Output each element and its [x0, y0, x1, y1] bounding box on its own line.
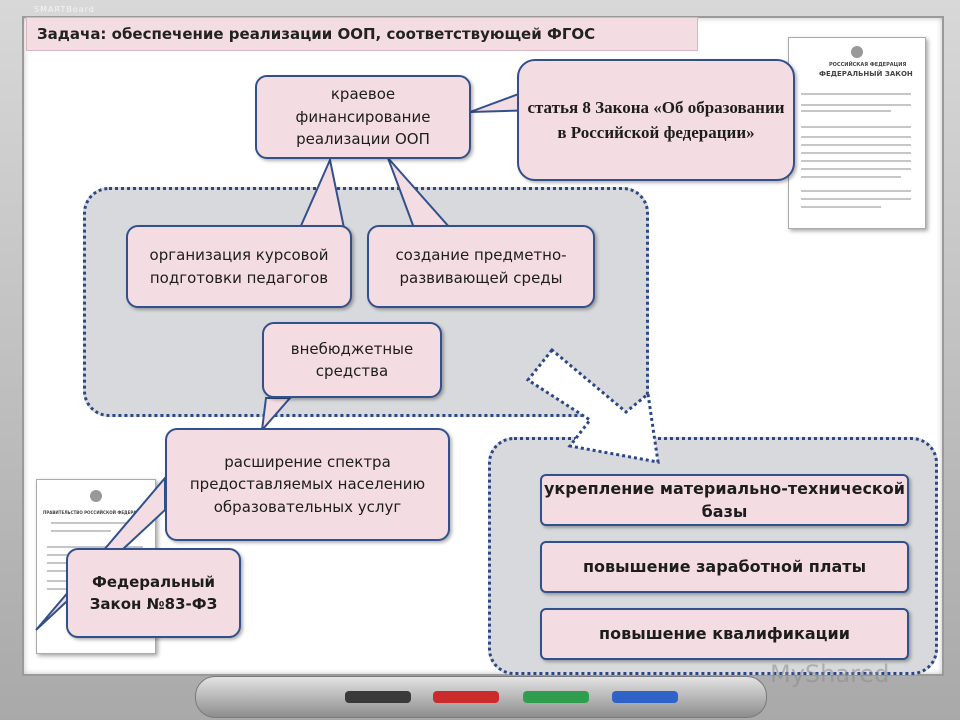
courses-box: организация курсовой подготовки педагого…	[126, 225, 352, 308]
federal-law-box: Федеральный Закон №83-ФЗ	[66, 548, 241, 638]
emblem-icon	[90, 490, 102, 502]
doc-a-header: РОССИЙСКАЯ ФЕДЕРАЦИЯ	[829, 62, 907, 68]
environment-box: создание предметно-развивающей среды	[367, 225, 595, 308]
courses-callout-tail	[298, 156, 346, 229]
brand-label: SMARTBoard	[34, 5, 95, 14]
law-article-box: статья 8 Закона «Об образовании в Россий…	[517, 59, 795, 181]
green-pen-icon[interactable]	[523, 691, 589, 703]
results-arrow-icon	[525, 347, 660, 464]
result-item-qualification: повышение квалификации	[540, 608, 909, 660]
environment-callout-tail	[387, 157, 453, 229]
services-box: расширение спектра предоставляемых насел…	[165, 428, 450, 541]
doc-b-title: ПРАВИТЕЛЬСТВО РОССИЙСКОЙ ФЕДЕРАЦИИ	[43, 510, 147, 515]
result-item-material-base: укрепление материально-технической базы	[540, 474, 909, 526]
black-pen-icon[interactable]	[345, 691, 411, 703]
emblem-icon	[851, 46, 863, 58]
doc-a-title: ФЕДЕРАЛЬНЫЙ ЗАКОН	[819, 70, 913, 78]
blue-pen-icon[interactable]	[612, 691, 678, 703]
task-title-bar: Задача: обеспечение реализации ООП, соот…	[26, 17, 698, 51]
red-pen-icon[interactable]	[433, 691, 499, 703]
result-item-salary: повышение заработной платы	[540, 541, 909, 593]
extrabudget-box: внебюджетные средства	[262, 322, 442, 398]
task-title: Задача: обеспечение реализации ООП, соот…	[37, 25, 596, 43]
extrabudget-callout-tail	[260, 397, 293, 434]
watermark-label: MyShared	[770, 660, 890, 688]
financing-box: краевое финансирование реализации ООП	[255, 75, 471, 159]
